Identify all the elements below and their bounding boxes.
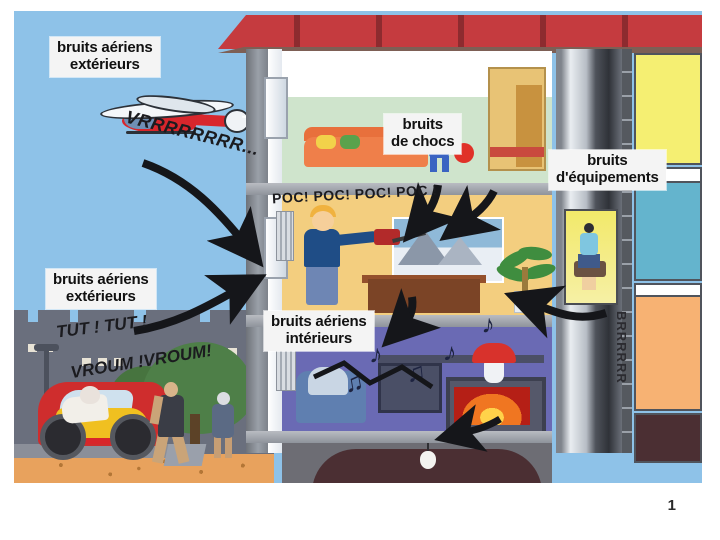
label-line-1: bruits <box>402 116 443 133</box>
music-note-icon: ♪ <box>480 308 497 340</box>
label-line-2: extérieurs <box>69 55 140 73</box>
bookshelf-icon <box>488 67 546 171</box>
right-room-dark <box>634 413 702 463</box>
music-note-icon: ♫ <box>404 356 428 388</box>
label-line-1: bruits <box>587 152 628 169</box>
label-line-2: intérieurs <box>285 329 353 347</box>
man-arm <box>333 230 379 247</box>
bookshelf-base <box>490 147 544 157</box>
street-ground <box>14 454 274 483</box>
motorbike-rider-head <box>80 386 100 404</box>
cushion <box>316 135 336 149</box>
plant-pot <box>514 291 538 313</box>
man-head <box>312 211 334 231</box>
cushion <box>340 135 360 149</box>
room-middle <box>282 195 558 315</box>
pedestrian-leg <box>225 436 232 458</box>
facade-window <box>264 77 288 139</box>
right-room-orange <box>634 295 702 411</box>
label-line-1: bruits aériens <box>271 313 367 330</box>
page-number: 1 <box>667 497 676 514</box>
building-window <box>28 344 37 352</box>
helicopter-nose <box>224 109 250 133</box>
shaft-measure-strip <box>622 49 632 453</box>
pedestrian-head <box>164 382 178 397</box>
label-line-1: bruits aériens <box>53 271 149 288</box>
child-leg <box>442 156 449 172</box>
label-line-2: d'équipements <box>556 168 659 186</box>
label-aerial-exterior-top: bruits aériens extérieurs <box>50 37 160 77</box>
building-cutaway <box>218 11 702 483</box>
street-lamp-icon <box>34 344 59 351</box>
light-bulb-icon <box>420 451 436 469</box>
roof-eave <box>218 47 702 53</box>
pedestrian-icon <box>212 404 234 438</box>
mantel-shelf <box>378 355 544 363</box>
right-room-blue <box>634 181 702 281</box>
label-line-1: bruits aériens <box>57 39 153 56</box>
helicopter-icon <box>99 91 250 139</box>
building-window <box>82 358 91 366</box>
building-window <box>98 358 107 366</box>
label-line-2: de chocs <box>391 132 455 150</box>
fire-flames <box>454 387 530 425</box>
onomatopoeia-elevator: BRRRRRR <box>614 311 629 384</box>
elevator-woman-head <box>584 223 594 233</box>
desk-icon <box>368 279 480 313</box>
motorbike-wheel <box>110 414 156 460</box>
bulb-wire <box>427 443 429 453</box>
helicopter-skid <box>126 131 196 134</box>
radiator-icon <box>276 211 294 261</box>
pedestrian-head <box>217 392 230 405</box>
label-aerial-exterior-bottom: bruits aériens extérieurs <box>46 269 156 309</box>
table-lamp-icon <box>472 343 516 363</box>
roof-tile-lines <box>218 15 702 49</box>
tree-trunk <box>190 414 200 456</box>
floor-slab <box>246 431 552 443</box>
label-aerial-interior: bruits aériens intérieurs <box>264 311 374 351</box>
elevator-woman-icon <box>580 233 598 255</box>
elevator-woman-skirt <box>578 254 600 268</box>
man-drilling-icon <box>304 229 340 267</box>
man-legs <box>306 265 338 305</box>
table-lamp-base <box>484 361 504 383</box>
label-impact-noise: bruits de chocs <box>384 114 462 154</box>
pedestrian-leg <box>214 436 221 458</box>
building-noise-illustration: ♪ ♫ ♪ ♫ ♪ <box>14 11 702 483</box>
picture-mountain <box>438 237 482 265</box>
label-equipment-noise: bruits d'équipements <box>549 150 666 190</box>
palm-stem <box>522 267 528 295</box>
label-line-2: extérieurs <box>65 287 136 305</box>
right-room-yellow <box>634 53 702 165</box>
child-leg <box>430 156 437 172</box>
room-cellar <box>282 443 552 483</box>
building-window <box>114 358 123 366</box>
